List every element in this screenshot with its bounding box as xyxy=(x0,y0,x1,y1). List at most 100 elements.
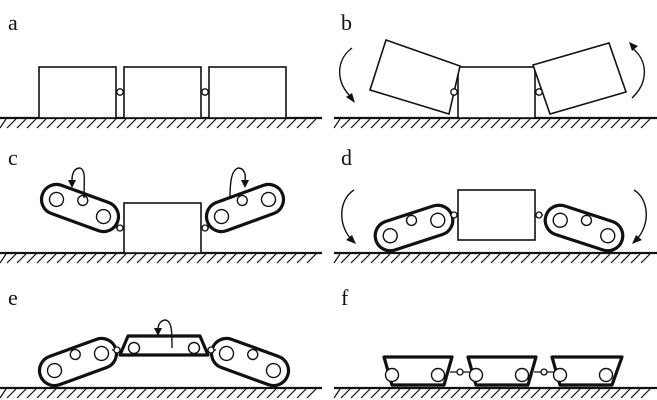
hatch-mark xyxy=(166,388,177,399)
hatch-mark xyxy=(86,118,97,129)
hatch-mark xyxy=(306,118,317,129)
hatch-mark xyxy=(640,253,651,264)
hatch-mark xyxy=(276,388,287,399)
hatch-mark xyxy=(86,253,97,264)
hatch-mark xyxy=(450,253,461,264)
hatch-mark xyxy=(196,388,207,399)
hatch-mark xyxy=(470,388,481,399)
hatch-mark xyxy=(276,118,287,129)
hatch-mark xyxy=(256,388,267,399)
hatch-mark xyxy=(390,388,401,399)
hatch-mark xyxy=(350,253,361,264)
hatch-mark xyxy=(333,118,341,129)
hatch-mark xyxy=(490,253,501,264)
hatch-mark xyxy=(206,253,217,264)
hatch-mark xyxy=(36,388,47,399)
hatch-mark xyxy=(340,118,351,129)
hatch-mark xyxy=(440,118,451,129)
hatch-mark xyxy=(216,388,227,399)
hatch-mark xyxy=(6,253,17,264)
hatch-mark xyxy=(146,388,157,399)
module-block xyxy=(38,66,117,119)
hatch-mark xyxy=(96,388,107,399)
arrowhead-icon xyxy=(68,180,76,188)
module-block xyxy=(208,66,287,119)
hatch-mark xyxy=(136,253,147,264)
hatch-mark xyxy=(306,388,317,399)
hatch-mark xyxy=(246,253,257,264)
hatch-mark xyxy=(360,388,371,399)
hatch-mark xyxy=(450,388,461,399)
hinge-joint xyxy=(535,88,543,96)
hatch-mark xyxy=(176,253,187,264)
hatch-mark xyxy=(600,253,611,264)
hatch-mark xyxy=(106,253,117,264)
hinge-joint xyxy=(456,368,464,376)
hatch-mark xyxy=(296,118,307,129)
hatch-mark xyxy=(430,118,441,129)
hatch-mark xyxy=(540,253,551,264)
hatch-mark xyxy=(266,388,277,399)
hatch-mark xyxy=(56,388,67,399)
hatch-mark xyxy=(333,388,341,399)
rotation-arrow xyxy=(157,319,173,349)
track-module-right xyxy=(209,336,291,388)
hatch-mark xyxy=(246,118,257,129)
hatch-mark xyxy=(430,253,441,264)
hatch-mark xyxy=(236,253,247,264)
hatch-mark xyxy=(26,388,37,399)
hatch-mark xyxy=(333,253,341,264)
hatch-mark xyxy=(156,388,167,399)
hatch-mark xyxy=(440,388,451,399)
hatch-mark xyxy=(610,388,621,399)
hatch-mark xyxy=(56,118,67,129)
hatch-mark xyxy=(520,388,531,399)
hatch-mark xyxy=(6,118,17,129)
hatch-mark xyxy=(560,388,571,399)
hatch-mark xyxy=(530,253,541,264)
hatch-mark xyxy=(296,253,307,264)
hatch-mark xyxy=(480,388,491,399)
module-block-tilted xyxy=(531,42,628,115)
hatch-mark xyxy=(500,253,511,264)
hinge-joint xyxy=(535,211,543,219)
hatch-mark xyxy=(286,118,297,129)
track-module xyxy=(382,355,454,387)
hatch-mark xyxy=(470,253,481,264)
arrowhead-icon xyxy=(632,235,642,244)
hatch-mark xyxy=(156,253,167,264)
hatch-mark xyxy=(86,388,97,399)
hatch-mark xyxy=(136,388,147,399)
hatch-mark xyxy=(520,118,531,129)
hatch-mark xyxy=(226,118,237,129)
hatch-mark xyxy=(580,388,591,399)
hatch-mark xyxy=(600,118,611,129)
arrowhead-icon xyxy=(346,235,356,244)
hatch-mark xyxy=(490,118,501,129)
hatch-mark xyxy=(46,388,57,399)
track-module-left xyxy=(373,203,455,253)
arrowhead-icon xyxy=(346,93,355,103)
hatch-mark xyxy=(530,118,541,129)
hatch-mark xyxy=(640,118,651,129)
hatch-mark xyxy=(196,118,207,129)
hatch-mark xyxy=(490,388,501,399)
hatch-mark xyxy=(420,253,431,264)
hatch-mark xyxy=(420,118,431,129)
rotation-arrow xyxy=(631,47,645,99)
hatch-mark xyxy=(630,388,641,399)
hatch-mark xyxy=(540,388,551,399)
hatch-mark xyxy=(360,253,371,264)
hatch-mark xyxy=(570,253,581,264)
hatch-mark xyxy=(16,253,27,264)
hatch-mark xyxy=(530,388,541,399)
hatch-mark xyxy=(66,253,77,264)
panel-a: a xyxy=(0,10,322,129)
rotation-arrow xyxy=(633,189,647,241)
module-block xyxy=(457,66,536,119)
hatch-mark xyxy=(480,253,491,264)
hatch-mark xyxy=(256,118,267,129)
track-module-left xyxy=(37,336,119,388)
hatch-mark xyxy=(116,253,127,264)
